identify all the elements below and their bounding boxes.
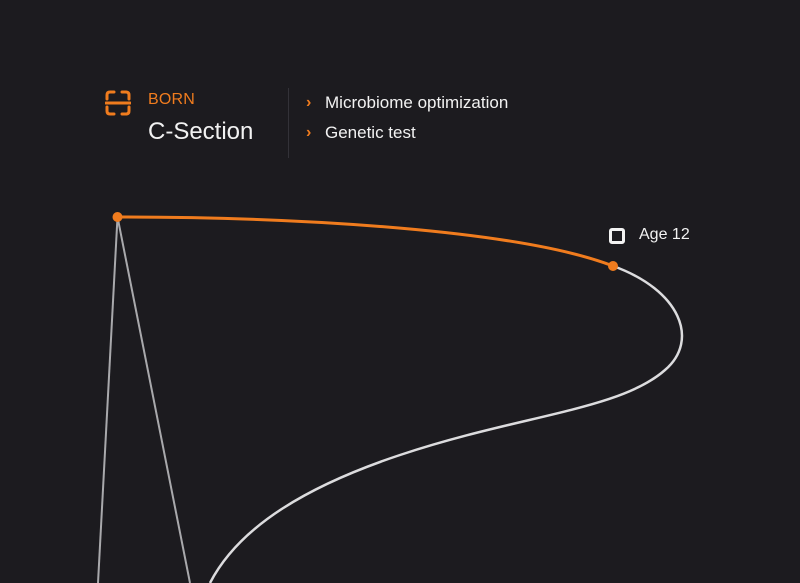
option-list: › Microbiome optimization › Genetic test: [306, 92, 508, 152]
return-curve: [208, 264, 684, 583]
branch-line-right: [116, 216, 191, 583]
option-item-microbiome[interactable]: › Microbiome optimization: [306, 92, 508, 114]
branch-line-left: [97, 216, 119, 583]
option-label: Genetic test: [325, 123, 416, 142]
option-item-genetic-test[interactable]: › Genetic test: [306, 122, 508, 144]
age-node[interactable]: [608, 261, 618, 271]
milestone-label: Age 12: [639, 226, 690, 243]
born-value: C-Section: [148, 118, 254, 145]
born-label: BORN: [148, 91, 196, 108]
chevron-right-icon: ›: [306, 94, 312, 111]
chevron-right-icon: ›: [306, 124, 312, 141]
highlighted-path: [117, 215, 614, 268]
header-divider: [288, 88, 289, 158]
square-marker-icon: [609, 228, 625, 244]
start-node[interactable]: [112, 212, 123, 222]
option-label: Microbiome optimization: [325, 93, 509, 112]
scan-frame-icon: [105, 90, 131, 116]
